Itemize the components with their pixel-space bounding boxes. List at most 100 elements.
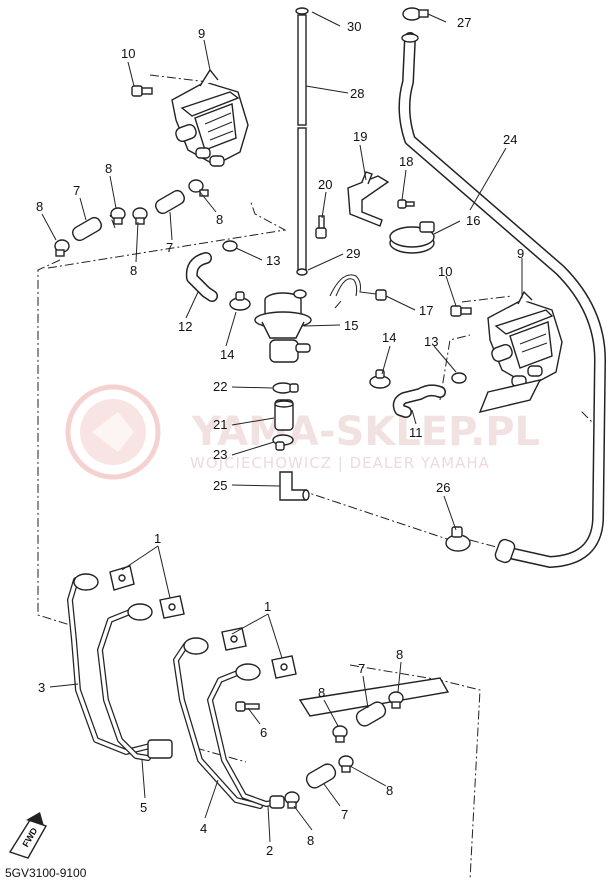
- clip-8-f: [388, 691, 404, 709]
- clip-8-g: [284, 791, 300, 809]
- callout-23: 23: [213, 447, 227, 462]
- hose-11: [392, 384, 446, 418]
- callout-1-left: 1: [154, 531, 161, 546]
- callout-7-a: 7: [73, 183, 80, 198]
- callout-11: 11: [409, 425, 423, 440]
- joint-21: [274, 399, 294, 431]
- callout-17: 17: [419, 303, 433, 318]
- clip-26: [445, 526, 471, 552]
- callout-19: 19: [353, 129, 367, 144]
- callout-30: 30: [347, 19, 361, 34]
- callout-24: 24: [503, 132, 517, 147]
- elbow-joint-25: [279, 471, 310, 501]
- watermark-subtitle: WOJCIECHOWICZ | DEALER YAMAHA: [190, 454, 490, 472]
- callout-15: 15: [344, 318, 358, 333]
- callout-16: 16: [466, 213, 480, 228]
- callout-9-lower: 9: [517, 246, 524, 261]
- gasket-1-d: [271, 655, 297, 679]
- clip-23: [272, 434, 294, 451]
- clip-14-upper: [229, 291, 251, 311]
- callout-8-e: 8: [396, 647, 403, 662]
- callout-27: 27: [457, 15, 471, 30]
- fuel-filter-15: [254, 289, 312, 363]
- clip-22: [272, 382, 299, 394]
- fuel-pump-lower: [478, 290, 563, 413]
- fuel-pipe-5: [97, 603, 173, 761]
- hose-7-lower-right: [355, 701, 387, 727]
- callout-14-upper: 14: [220, 347, 234, 362]
- fuel-pump-upper: [171, 68, 249, 167]
- watermark-title: YAMA-SKLEP.PL: [191, 409, 540, 455]
- screw-18: [397, 199, 415, 209]
- callout-8-a: 8: [105, 161, 112, 176]
- bolt-10-upper: [131, 85, 153, 97]
- callout-29: 29: [346, 246, 360, 261]
- callout-8-c: 8: [130, 263, 137, 278]
- hose-7-upper-right: [155, 189, 185, 215]
- callout-22: 22: [213, 379, 227, 394]
- callout-13-lower: 13: [424, 334, 438, 349]
- clip-8-c: [132, 207, 148, 225]
- clamp-16: [389, 221, 435, 254]
- callout-28: 28: [350, 86, 364, 101]
- gasket-1-c: [221, 627, 247, 651]
- callout-10-lower: 10: [438, 264, 452, 279]
- callout-12: 12: [178, 319, 192, 334]
- callout-7-b: 7: [166, 240, 173, 255]
- screw-20: [315, 215, 327, 239]
- callout-8-h: 8: [307, 833, 314, 848]
- callout-10-upper: 10: [121, 46, 135, 61]
- clip-8-e: [332, 725, 348, 743]
- vent-hose-28: [295, 7, 309, 276]
- callout-5: 5: [140, 800, 147, 815]
- callout-7-d: 7: [341, 807, 348, 822]
- fuel-pipe-3: [67, 573, 153, 755]
- hose-12: [185, 252, 218, 302]
- screw-6: [235, 701, 260, 712]
- clip-8-h: [338, 755, 354, 773]
- callout-13-upper: 13: [266, 253, 280, 268]
- dealer-logo-icon: [65, 384, 161, 480]
- callout-labels: 30 27 28 24 19 18 20 16 29 17 15 9 10 7 …: [36, 15, 524, 858]
- callout-8-g: 8: [386, 783, 393, 798]
- clip-8-b: [110, 207, 126, 225]
- gasket-1-b: [159, 595, 185, 619]
- callout-21: 21: [213, 417, 227, 432]
- callout-8-b: 8: [36, 199, 43, 214]
- callout-25: 25: [213, 478, 227, 493]
- callout-18: 18: [399, 154, 413, 169]
- leader-lines: [41, 11, 523, 843]
- callout-9-upper: 9: [198, 26, 205, 41]
- callout-26: 26: [436, 480, 450, 495]
- gasket-1-a: [109, 565, 135, 591]
- clip-14-lower: [369, 369, 391, 389]
- fwd-direction-badge: FWD: [8, 812, 48, 859]
- callout-7-c: 7: [358, 661, 365, 676]
- callout-20: 20: [318, 177, 332, 192]
- hose-7-lower-left: [305, 763, 337, 789]
- clip-13-upper: [222, 240, 238, 252]
- callout-3: 3: [38, 680, 45, 695]
- clip-13-lower: [451, 372, 467, 384]
- callout-2: 2: [266, 843, 273, 858]
- fuel-hose-24: [398, 32, 606, 568]
- clip-8-d: [188, 179, 209, 197]
- callout-6: 6: [260, 725, 267, 740]
- callout-14-lower: 14: [382, 330, 396, 345]
- hose-7-upper-left: [72, 216, 102, 242]
- callout-8-f: 8: [318, 685, 325, 700]
- callout-4: 4: [200, 821, 207, 836]
- watermark: YAMA-SKLEP.PL WOJCIECHOWICZ | DEALER YAM…: [65, 384, 540, 480]
- fuel-pipe-4: [173, 637, 263, 809]
- fuel-pipe-2: [207, 663, 285, 809]
- clip-8-a: [54, 239, 70, 257]
- breather-17: [329, 274, 387, 301]
- lower-plate-outline: [298, 677, 450, 717]
- assembly-lines: [37, 74, 601, 881]
- clip-27: [402, 7, 429, 21]
- bolt-10-lower: [450, 305, 472, 317]
- drawing-code: 5GV3100-9100: [5, 866, 87, 880]
- bracket-19: [347, 171, 390, 227]
- callout-1-right: 1: [264, 599, 271, 614]
